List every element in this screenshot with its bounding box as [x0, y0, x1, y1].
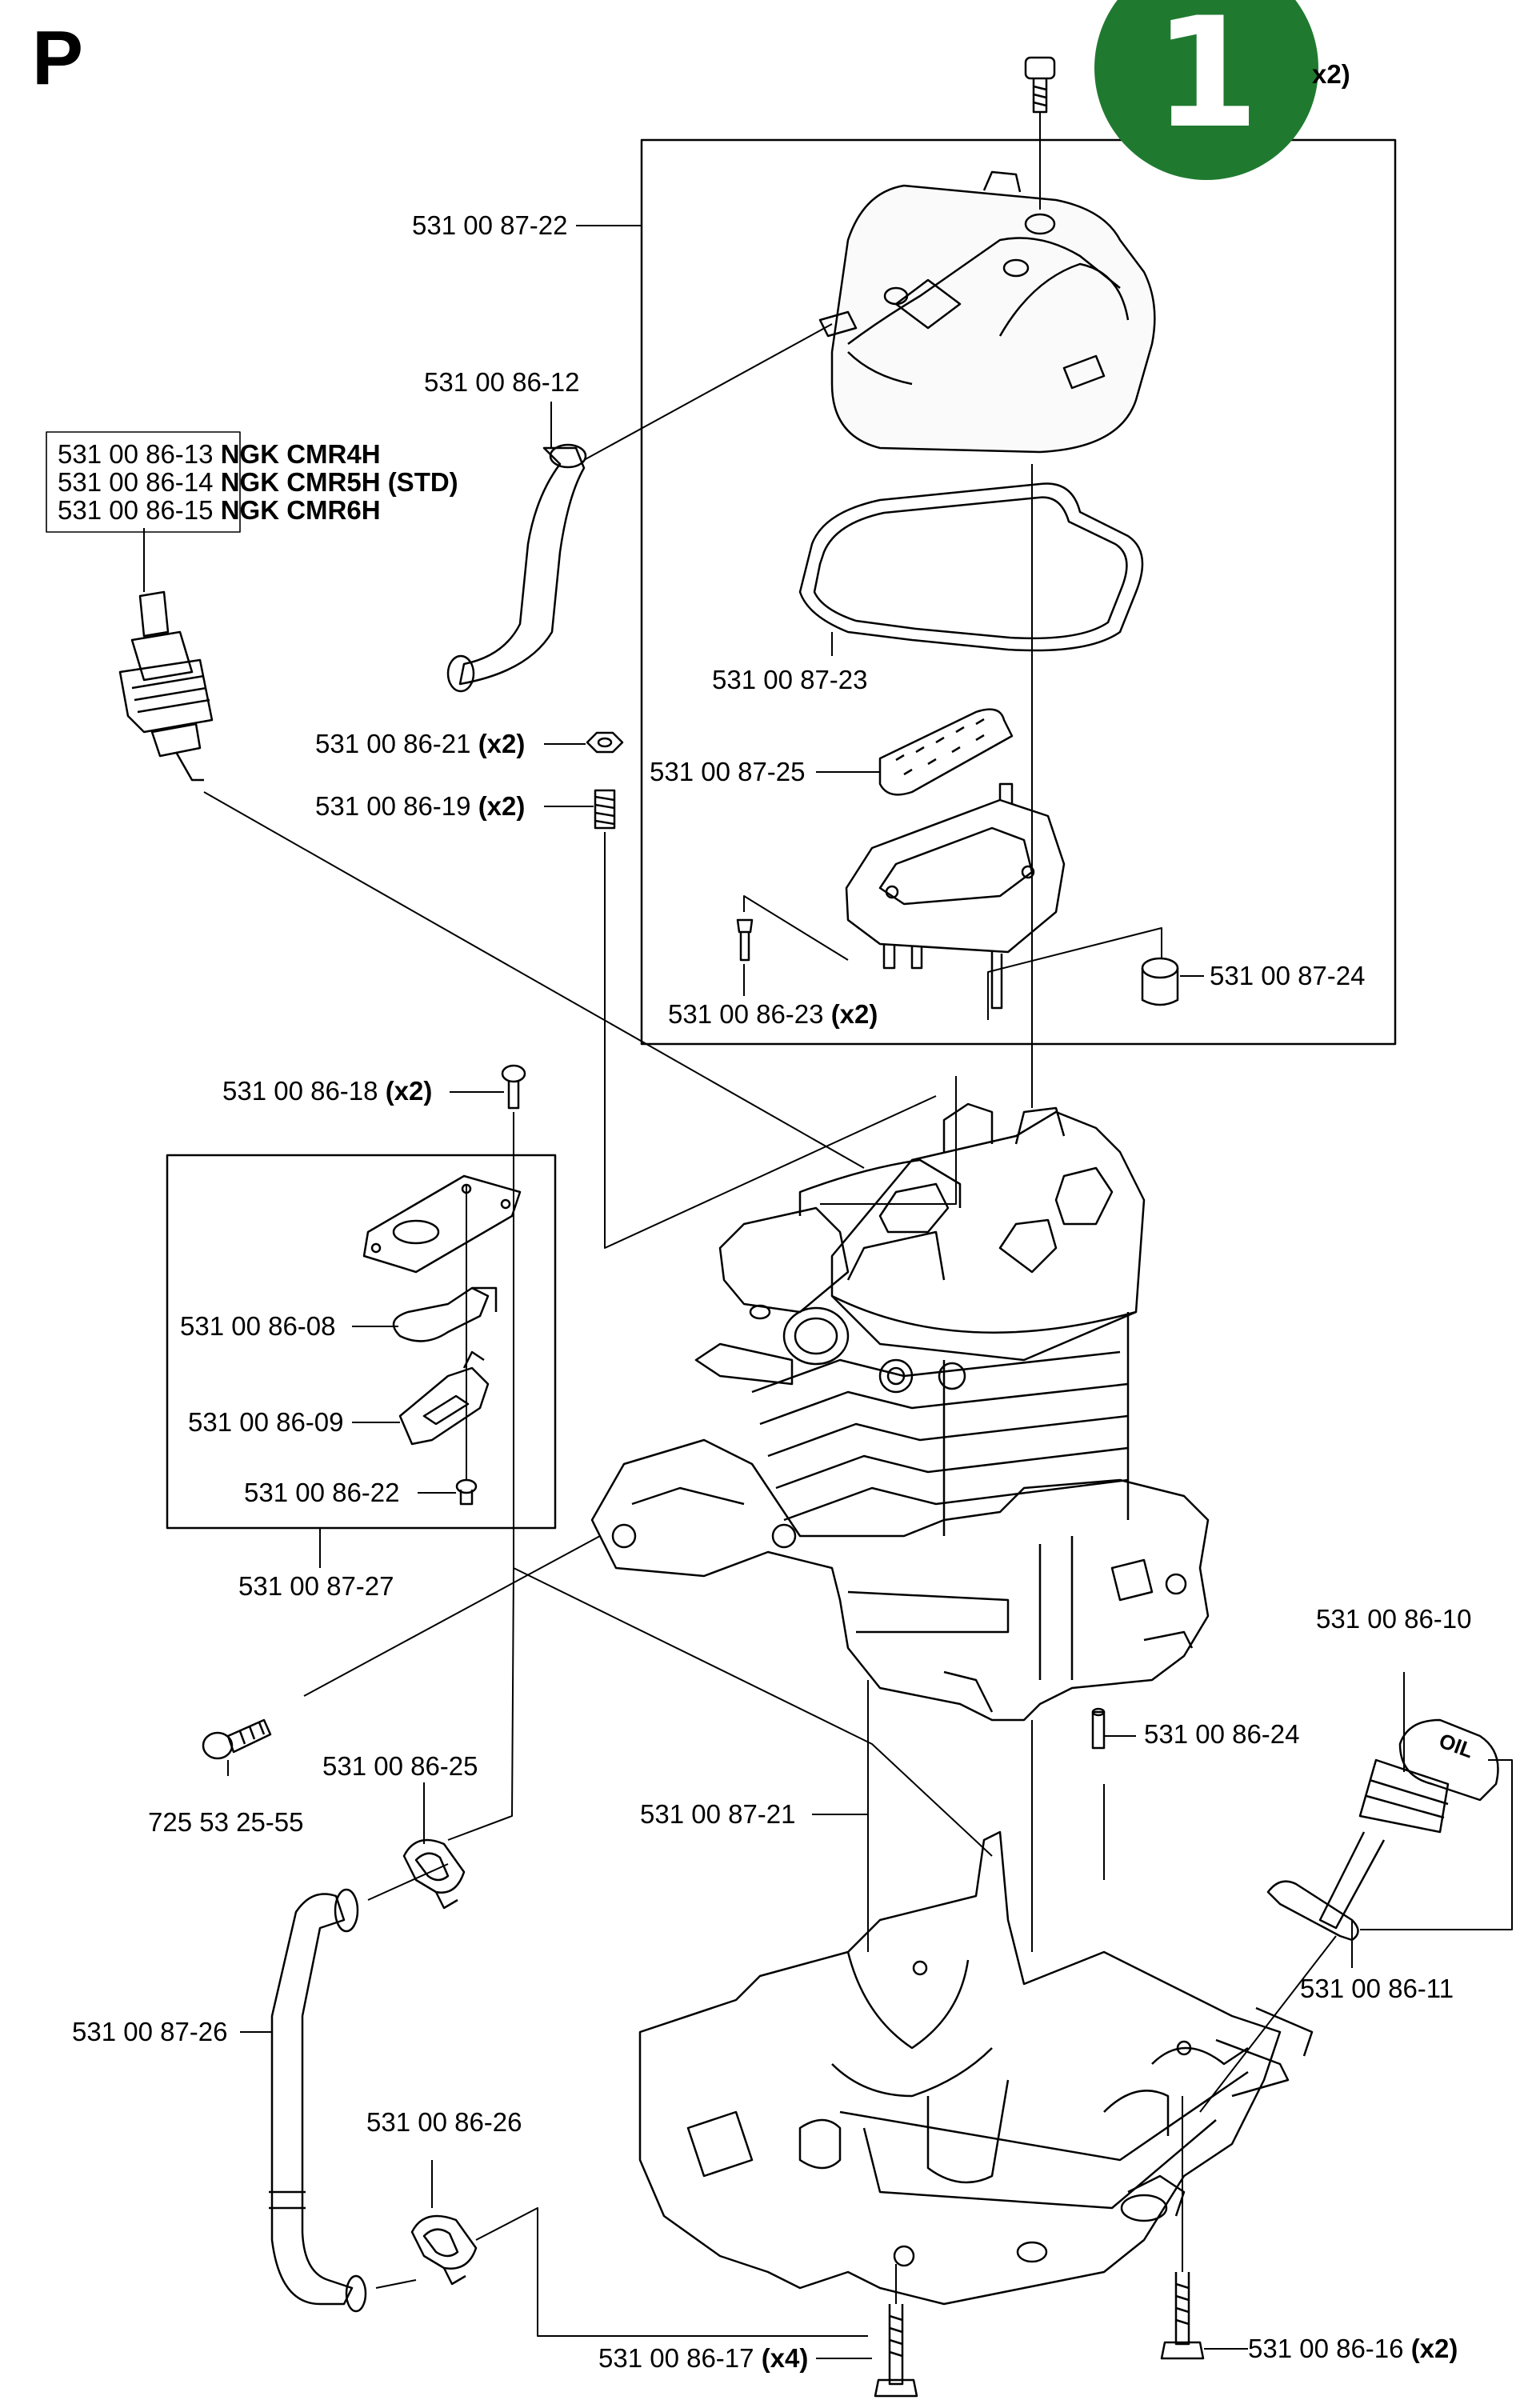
cover-label: 531 00 87-22: [412, 210, 568, 240]
stud: [594, 789, 616, 830]
stud-label: 531 00 86-19 (x2): [315, 791, 526, 821]
filter-label: 531 00 87-25: [650, 757, 806, 786]
valve-screw: [455, 1478, 478, 1506]
bracket-screw-label: 531 00 86-23 (x2): [668, 999, 878, 1029]
valve-screw-label: 531 00 86-22: [244, 1478, 400, 1507]
reed-seat: [362, 1174, 522, 1274]
top-screw-qty-label: x2): [1312, 59, 1350, 89]
spark-plug-option-2: 531 00 86-14 NGK CMR5H (STD): [58, 467, 458, 497]
oil-cap-label: 531 00 86-10: [1316, 1604, 1472, 1634]
gasket-label: 531 00 87-23: [712, 665, 868, 694]
screw-18: [501, 1064, 526, 1110]
nut: [586, 731, 624, 754]
breather-hose: [269, 1888, 367, 2313]
filter-element: [878, 708, 1014, 796]
valve-kit-frame: [166, 1154, 557, 1530]
clamp-bottom-label: 531 00 86-26: [366, 2107, 522, 2137]
bottom-screw-label: 531 00 86-17 (x4): [598, 2343, 809, 2373]
section-badge-number: 1: [1153, 0, 1260, 162]
crankcase: [638, 1830, 1314, 2306]
spark-plug-option-1: 531 00 86-13 NGK CMR4H: [58, 439, 381, 469]
oil-ring-label: 531 00 86-11: [1300, 1974, 1454, 2003]
breather-bracket: [845, 782, 1066, 1010]
clamp-top-label: 531 00 86-25: [322, 1751, 478, 1781]
valve-spring-label: 531 00 86-08: [180, 1311, 336, 1341]
leader-lines: [46, 225, 1513, 2359]
spark-plug: [118, 590, 214, 782]
cover-gasket: [798, 482, 1144, 652]
valve-spring: [392, 1286, 498, 1342]
dowel-label: 531 00 86-24: [1144, 1719, 1300, 1749]
breather-hose-label: 531 00 87-26: [72, 2017, 228, 2046]
section-badge: 1: [1094, 0, 1318, 180]
right-screw: [1160, 2272, 1205, 2360]
dowel: [1091, 1707, 1106, 1750]
cover-screw: [1024, 56, 1056, 114]
svg-text:OIL: OIL: [1436, 1728, 1477, 1762]
bushing-label: 531 00 87-24: [1210, 961, 1366, 990]
bracket-screw: [736, 918, 754, 962]
cylinder: [590, 1102, 1210, 1722]
valve-plate-label: 531 00 86-09: [188, 1407, 344, 1437]
bushing: [1141, 957, 1179, 1006]
nut-label: 531 00 86-21 (x2): [315, 729, 526, 758]
crankcase-label: 531 00 87-21: [640, 1799, 796, 1829]
clamp-bottom: [410, 2214, 478, 2286]
cover-group-frame: [640, 138, 1397, 1046]
valve-kit-label: 531 00 87-27: [238, 1571, 394, 1601]
bottom-screw: [874, 2304, 918, 2398]
bolt: [202, 1718, 272, 1760]
section-letter: P: [32, 15, 84, 101]
oil-cap: [1318, 1718, 1499, 1930]
clamp-top: [402, 1838, 466, 1910]
spark-plug-option-3: 531 00 86-15 NGK CMR6H: [58, 495, 381, 525]
right-screw-label: 531 00 86-16 (x2): [1248, 2334, 1458, 2363]
screw-18-label: 531 00 86-18 (x2): [222, 1076, 433, 1106]
hose: [446, 443, 587, 693]
bolt-label: 725 53 25-55: [148, 1807, 304, 1837]
hose-label: 531 00 86-12: [424, 367, 580, 397]
valve-plate: [398, 1350, 490, 1446]
valve-cover: [818, 170, 1156, 454]
